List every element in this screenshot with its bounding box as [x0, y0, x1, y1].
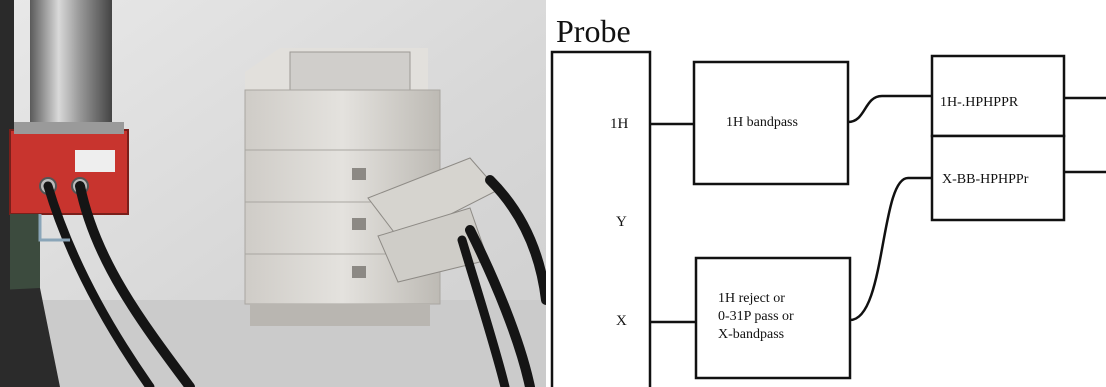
x-filter-line-1: 1H reject or — [718, 291, 785, 306]
link-bandpass-to-hpreamp — [847, 94, 932, 124]
cables — [43, 175, 546, 387]
probe-box — [550, 50, 652, 387]
port-label-1h: 1H — [610, 116, 629, 132]
x-filter — [694, 256, 852, 380]
h-bandpass-label: 1H bandpass — [726, 115, 798, 130]
red-filter-box — [9, 122, 129, 304]
port-label-y: Y — [616, 214, 627, 230]
h-preamp — [930, 54, 1066, 138]
connection-lines — [650, 94, 1106, 324]
probe-photo — [0, 0, 546, 387]
link-xfilter-to-xpreamp — [849, 176, 932, 322]
x-filter-line-3: X-bandpass — [718, 327, 784, 342]
x-preamp — [930, 134, 1066, 222]
x-filter-line-2: 0-31P pass or — [718, 309, 794, 324]
probe-block-diagram: Probe 1H Y X 1H bandpass 1H reject or 0-… — [550, 13, 1106, 387]
svg-text:1H reject or 0-31P pass: 1H reject or 0-31P pass or X-bandpass — [718, 291, 797, 342]
h-bandpass-filter — [692, 60, 850, 186]
port-label-x: X — [616, 313, 627, 329]
connector-heads — [367, 157, 499, 283]
diagram-title: Probe — [556, 13, 631, 49]
x-preamp-label: X-BB-HPHPPr — [942, 172, 1029, 187]
h-preamp-label: 1H-.HPHPPR — [940, 95, 1019, 110]
